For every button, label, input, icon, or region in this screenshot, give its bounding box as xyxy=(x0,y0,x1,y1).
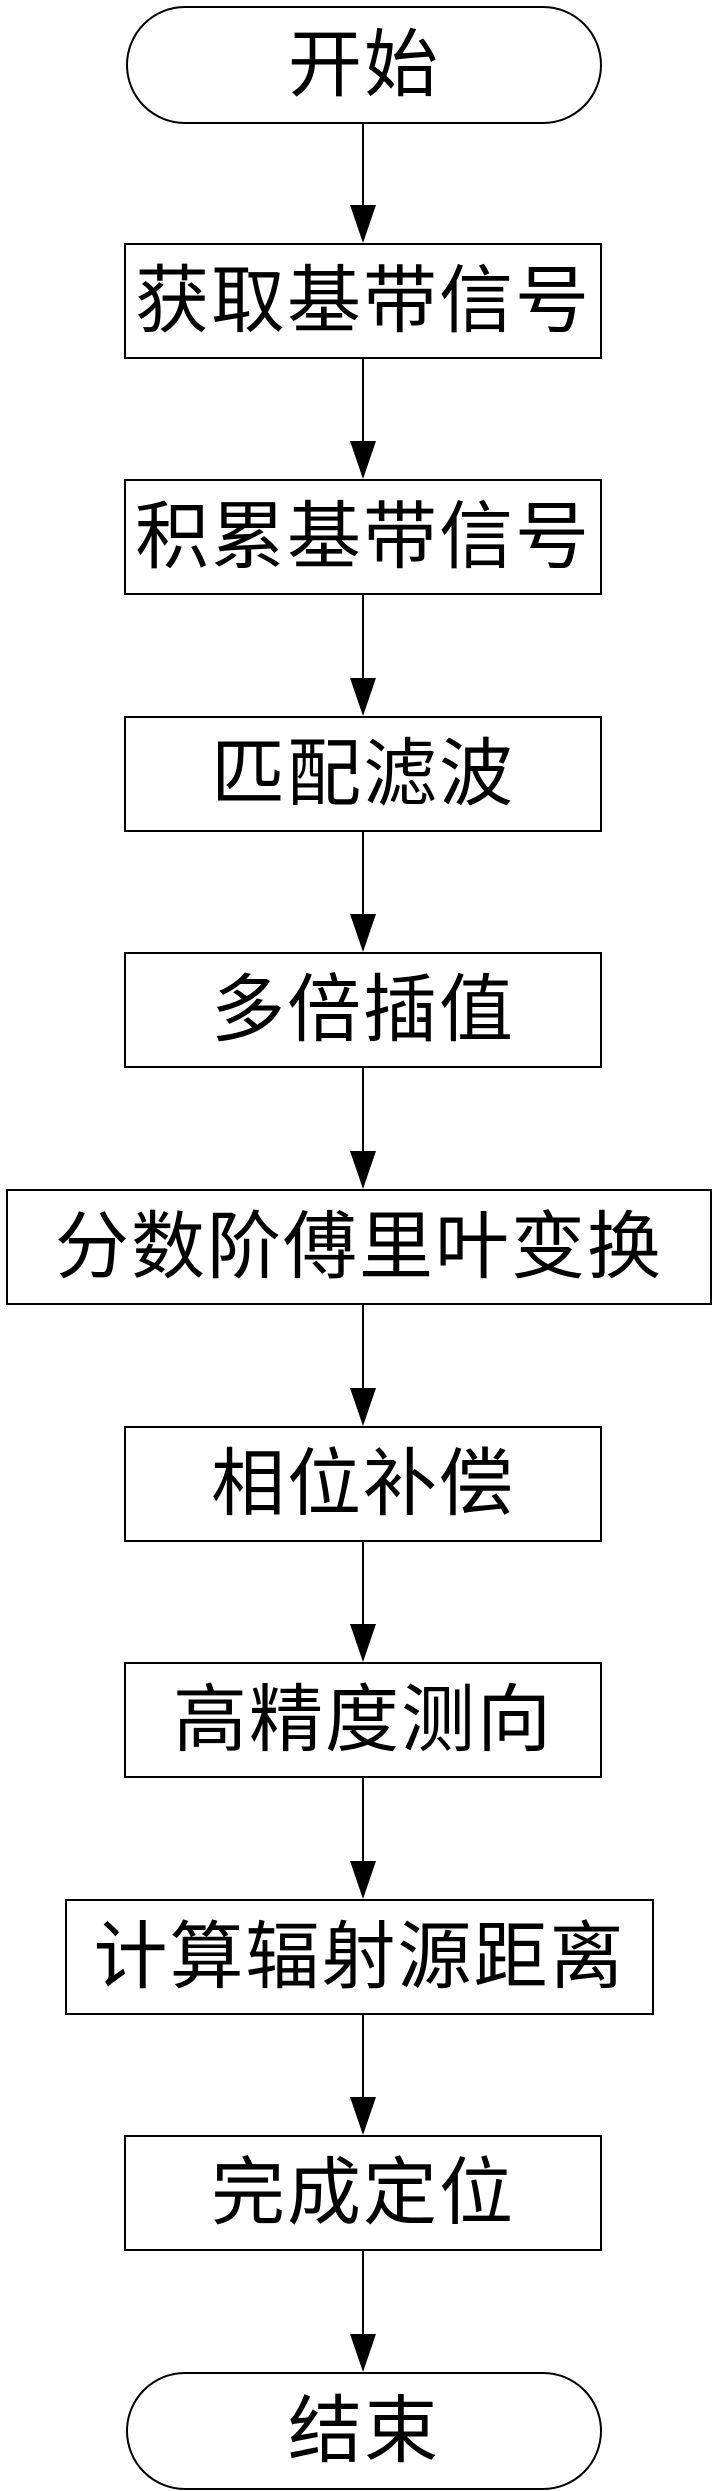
arrow-head-icon xyxy=(350,205,376,243)
flow-node-phase-compensation: 相位补偿 xyxy=(124,1426,602,1542)
arrow-shaft xyxy=(362,1778,364,1863)
flow-node-complete-positioning-label: 完成定位 xyxy=(211,2150,515,2236)
flow-node-start: 开始 xyxy=(126,6,602,124)
arrow-interpolation-to-frft xyxy=(350,1068,376,1189)
flow-node-high-precision-df: 高精度测向 xyxy=(124,1662,602,1778)
arrow-head-icon xyxy=(350,441,376,479)
flow-node-phase-compensation-label: 相位补偿 xyxy=(211,1441,515,1527)
flow-node-acquire-baseband-label: 获取基带信号 xyxy=(135,258,591,344)
arrow-shaft xyxy=(362,2251,364,2336)
flow-node-end: 结束 xyxy=(126,2372,602,2490)
flow-node-multiple-interpolation-label: 多倍插值 xyxy=(211,967,515,1053)
arrow-head-icon xyxy=(350,2097,376,2135)
flow-node-high-precision-df-label: 高精度测向 xyxy=(173,1677,553,1763)
arrow-head-icon xyxy=(350,2334,376,2372)
arrow-shaft xyxy=(362,2015,364,2099)
arrow-frft-to-phase-compensation xyxy=(350,1305,376,1426)
arrow-acquire-to-accumulate xyxy=(350,359,376,479)
arrow-shaft xyxy=(362,1068,364,1153)
flow-node-accumulate-baseband-label: 积累基带信号 xyxy=(135,494,591,580)
arrow-calc-distance-to-positioning xyxy=(350,2015,376,2135)
arrow-shaft xyxy=(362,595,364,680)
arrow-head-icon xyxy=(350,914,376,952)
flow-node-start-label: 开始 xyxy=(288,22,440,108)
arrow-shaft xyxy=(362,1542,364,1626)
flow-node-calc-source-distance: 计算辐射源距离 xyxy=(65,1899,654,2015)
arrow-shaft xyxy=(362,1305,364,1390)
flow-node-matched-filtering-label: 匹配滤波 xyxy=(211,731,515,817)
flow-node-fractional-fourier: 分数阶傅里叶变换 xyxy=(6,1189,712,1305)
flow-node-multiple-interpolation: 多倍插值 xyxy=(124,952,602,1068)
arrow-positioning-to-end xyxy=(350,2251,376,2372)
arrow-shaft xyxy=(362,124,364,207)
flow-node-acquire-baseband: 获取基带信号 xyxy=(124,243,602,359)
flow-node-matched-filtering: 匹配滤波 xyxy=(124,716,602,832)
flow-node-fractional-fourier-label: 分数阶傅里叶变换 xyxy=(55,1204,663,1290)
arrow-head-icon xyxy=(350,1624,376,1662)
arrow-df-to-calc-distance xyxy=(350,1778,376,1899)
arrow-head-icon xyxy=(350,678,376,716)
arrow-shaft xyxy=(362,832,364,916)
arrow-matched-filtering-to-interpolation xyxy=(350,832,376,952)
arrow-phase-compensation-to-df xyxy=(350,1542,376,1662)
arrow-accumulate-to-matched-filtering xyxy=(350,595,376,716)
arrow-head-icon xyxy=(350,1388,376,1426)
flow-node-end-label: 结束 xyxy=(288,2388,440,2474)
arrow-head-icon xyxy=(350,1861,376,1899)
arrow-start-to-acquire-baseband xyxy=(350,124,376,243)
flow-node-accumulate-baseband: 积累基带信号 xyxy=(124,479,602,595)
flow-node-complete-positioning: 完成定位 xyxy=(124,2135,602,2251)
flow-node-calc-source-distance-label: 计算辐射源距离 xyxy=(93,1914,626,2000)
arrow-head-icon xyxy=(350,1151,376,1189)
arrow-shaft xyxy=(362,359,364,443)
